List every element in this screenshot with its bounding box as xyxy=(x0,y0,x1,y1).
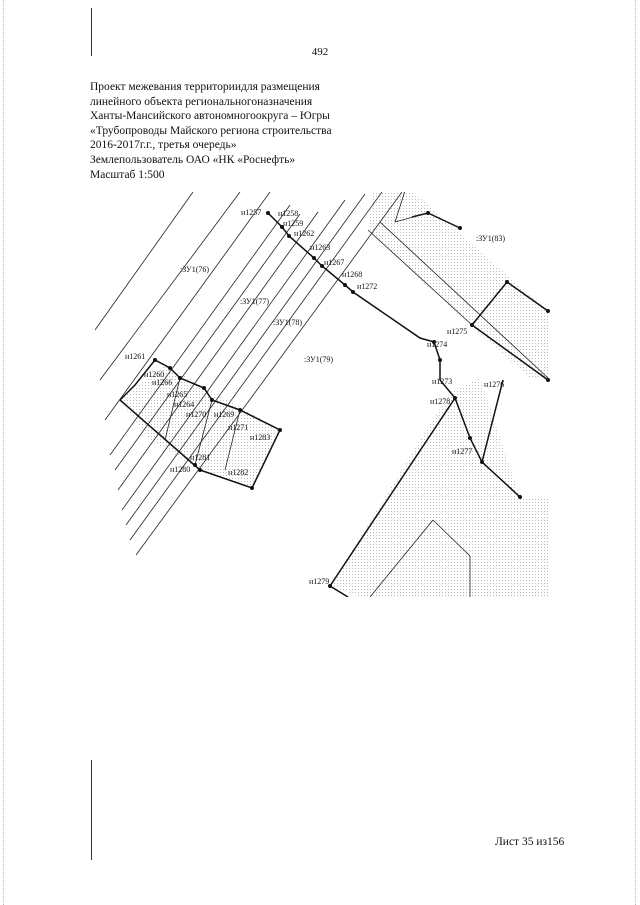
parcel-label-78: :ЗУ1(78) xyxy=(273,318,302,327)
point-label-1269: н1269 xyxy=(214,410,234,419)
boundary-point-markers xyxy=(153,211,550,588)
hatched-strip-right xyxy=(330,378,548,597)
point-label-1267: н1267 xyxy=(324,258,344,267)
point-label-1276: н1276 xyxy=(484,380,504,389)
point-label-1264: н1264 xyxy=(174,400,194,409)
point-label-1277: н1277 xyxy=(452,447,472,456)
point-label-1283: н1283 xyxy=(250,433,270,442)
inner-lines xyxy=(164,192,549,597)
scan-edge-left xyxy=(3,0,5,905)
point-label-1275: н1275 xyxy=(447,327,467,336)
point-label-1258: н1258 xyxy=(278,209,298,218)
title-line-3: Ханты-Мансийского автономногоокруга – Юг… xyxy=(90,110,330,123)
parcel-label-79: :ЗУ1(79) xyxy=(304,355,333,364)
point-label-1257: н1257 xyxy=(241,208,261,217)
point-label-1272: н1272 xyxy=(357,282,377,291)
margin-line-top xyxy=(91,8,92,56)
parcel-label-83: :ЗУ1(83) xyxy=(476,234,505,243)
parcel-label-77: :ЗУ1(77) xyxy=(240,297,269,306)
title-line-5: 2016-2017г.г., третья очередь» xyxy=(90,139,237,152)
point-label-1262: н1262 xyxy=(294,229,314,238)
point-labels: н1257 н1258 н1259 н1262 н1263 н1267 н126… xyxy=(125,208,504,586)
point-label-1281: н1281 xyxy=(190,453,210,462)
hatched-strip-upper-right xyxy=(368,192,548,380)
page-number: 492 xyxy=(311,46,329,58)
point-label-1261: н1261 xyxy=(125,352,145,361)
parcel-labels: :ЗУ1(76) :ЗУ1(77) :ЗУ1(78) :ЗУ1(79) :ЗУ1… xyxy=(180,234,505,364)
scan-edge-right xyxy=(635,0,637,905)
title-line-1: Проект межевания территориидля размещени… xyxy=(90,81,320,93)
point-label-1278: н1278 xyxy=(430,397,450,406)
title-block: Проект межевания территориидля размещени… xyxy=(90,80,420,182)
point-label-1263: н1263 xyxy=(310,243,330,252)
point-label-1268: н1268 xyxy=(342,270,362,279)
point-label-1282: н1282 xyxy=(228,468,248,477)
hatched-strip-left xyxy=(120,365,280,488)
parcel-label-76: :ЗУ1(76) xyxy=(180,265,209,274)
point-label-1260: н1260 xyxy=(144,370,164,379)
title-line-7: Масштаб 1:500 xyxy=(90,168,165,181)
point-label-1259: н1259 xyxy=(283,219,303,228)
point-label-1279: н1279 xyxy=(309,577,329,586)
margin-line-bottom xyxy=(91,760,92,860)
point-label-1273: н1273 xyxy=(432,377,452,386)
title-line-2: линейного объекта региональногоназначени… xyxy=(90,95,313,108)
sheet-number: Лист 35 из156 xyxy=(495,836,565,848)
point-label-1271: н1271 xyxy=(228,423,248,432)
point-label-1274: н1274 xyxy=(427,340,447,349)
title-line-4: «Трубопроводы Майского региона строитель… xyxy=(90,124,332,137)
point-label-1270: н1270 xyxy=(186,410,206,419)
title-line-6: Землепользователь ОАО «НК «Роснефть» xyxy=(90,153,296,166)
corridor-lines xyxy=(95,192,403,556)
point-label-1265: н1265 xyxy=(167,390,187,399)
point-label-1280: н1280 xyxy=(170,465,190,474)
point-label-1266: н1266 xyxy=(152,378,172,387)
